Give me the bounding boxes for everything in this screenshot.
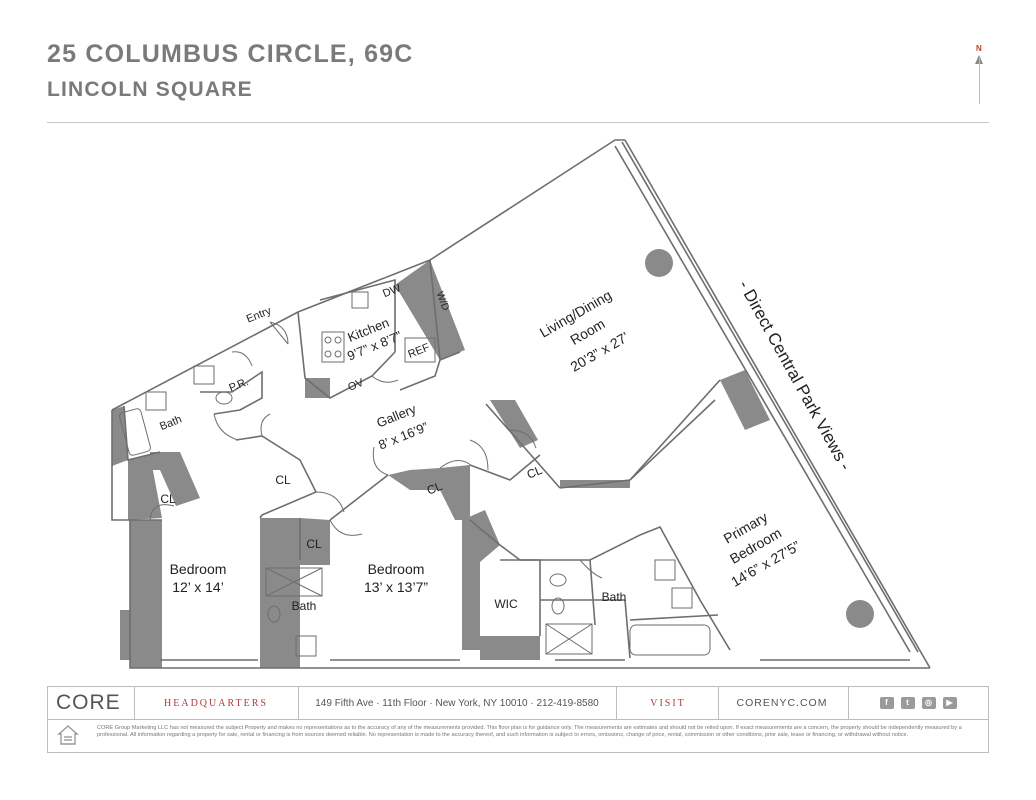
youtube-icon[interactable]: ▶ [942,697,957,709]
bedroom-dimensions: 12’ x 14’ [172,579,224,595]
sink-icon [145,391,167,411]
instagram-icon[interactable]: ◎ [921,697,936,709]
powder-room-label: P.R. [227,376,250,395]
closet-label: CL [525,463,545,482]
fixtures [119,291,711,657]
legal-disclaimer: CORE Group Marketing LLC has not measure… [97,725,962,738]
footer: CORE HEADQUARTERS 149 Fifth Ave · 11th F… [47,686,989,753]
bath-label: Bath [602,590,627,604]
refrigerator-icon [404,337,436,363]
closet-label: CL [306,537,322,551]
listing-title: 25 COLUMBUS CIRCLE, 69C [47,40,414,68]
shower-icon [265,567,323,597]
neighborhood-subtitle: LINCOLN SQUARE [47,78,253,101]
shower-icon [545,623,593,655]
kitchen-sink-icon [351,291,369,309]
column-icon [846,600,874,628]
bedroom-dimensions: 13’ x 13’7” [364,579,428,595]
bath-label: Bath [292,599,317,613]
sink-icon [193,365,215,385]
twitter-icon[interactable]: t [900,697,915,709]
wall-outlines [111,139,931,669]
core-logo: CORE [56,691,121,714]
north-arrow-icon: N [968,44,992,106]
social-links: f t ◎ ▶ [853,687,983,719]
website-link[interactable]: CORENYC.COM [736,697,828,709]
headquarters-address: 149 Fifth Ave · 11th Floor · New York, N… [315,697,599,709]
visit-label: VISIT [650,697,686,709]
door-swings [149,321,603,579]
headquarters-label: HEADQUARTERS [164,697,268,709]
columns [645,249,874,628]
refrigerator-label: REF [406,341,431,360]
walk-in-closet-label: WIC [494,597,518,611]
column-icon [645,249,673,277]
facebook-icon[interactable]: f [879,697,894,709]
closet-label: CL [160,492,176,506]
toilet-icon [549,573,567,587]
entry-label: Entry [245,305,274,326]
toilet-icon [215,391,233,405]
bidet-icon [551,597,565,615]
closet-label: CL [425,479,445,498]
footer-contact-row: CORE HEADQUARTERS 149 Fifth Ave · 11th F… [48,687,988,720]
bathtub-icon [629,624,711,656]
central-park-views-label: - Direct Central Park Views - [735,277,855,474]
north-label: N [976,44,982,53]
sink-icon [295,635,317,657]
bath-label: Bath [158,413,183,433]
sink-icon [654,559,676,581]
bedroom-label: Bedroom [170,561,227,577]
bedroom-label: Bedroom [368,561,425,577]
wall-fills [112,260,770,668]
floor-plan: Entry Kitchen 9’7” x 8’7” DW W/D REF OV … [111,139,931,669]
sink-icon [671,587,693,609]
bathtub-icon [119,408,151,456]
cooktop-icon [321,331,345,363]
toilet-icon [267,605,281,623]
closet-label: CL [275,473,291,487]
oven-label: OV [346,376,366,393]
equal-housing-icon [57,725,79,745]
header-divider [47,122,989,123]
